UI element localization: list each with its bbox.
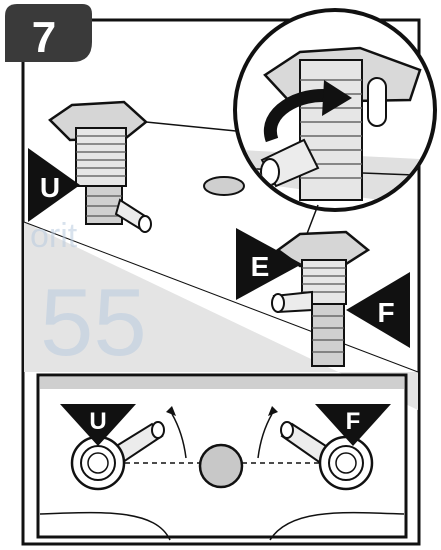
fitting-left <box>48 100 152 233</box>
label-u-main: U <box>40 172 60 203</box>
watermark-line2: 55 <box>40 269 147 376</box>
step-badge: 7 <box>5 4 92 62</box>
arrow-u-main <box>28 148 80 222</box>
curve-arrow-right <box>257 413 273 459</box>
center-tablet <box>198 443 244 489</box>
curve-arrowhead-right <box>268 406 278 416</box>
arrow-u-detail <box>60 404 136 446</box>
arrow-f-detail <box>315 404 391 446</box>
zoom-detail <box>233 8 437 212</box>
zoom-connector <box>145 121 247 133</box>
watermark-line1: orit <box>30 217 78 255</box>
rotation-arrow <box>263 89 331 143</box>
label-u-detail: U <box>89 408 106 435</box>
surface-edge <box>23 221 419 373</box>
step-number: 7 <box>32 13 56 62</box>
curve-arrow-left <box>171 413 187 459</box>
rotation-arrowhead <box>322 80 352 116</box>
arrow-f-main <box>346 272 410 348</box>
label-f-main: F <box>377 297 394 328</box>
detail-fitting-left <box>70 421 165 491</box>
outer-frame <box>21 18 421 546</box>
curve-arrowhead-left <box>166 406 176 416</box>
arrow-e <box>236 228 302 300</box>
label-e: E <box>251 251 270 282</box>
fitting-right <box>271 230 371 367</box>
label-f-detail: F <box>346 408 361 435</box>
detail-fitting-right <box>280 421 374 491</box>
surface-hole <box>203 176 245 196</box>
